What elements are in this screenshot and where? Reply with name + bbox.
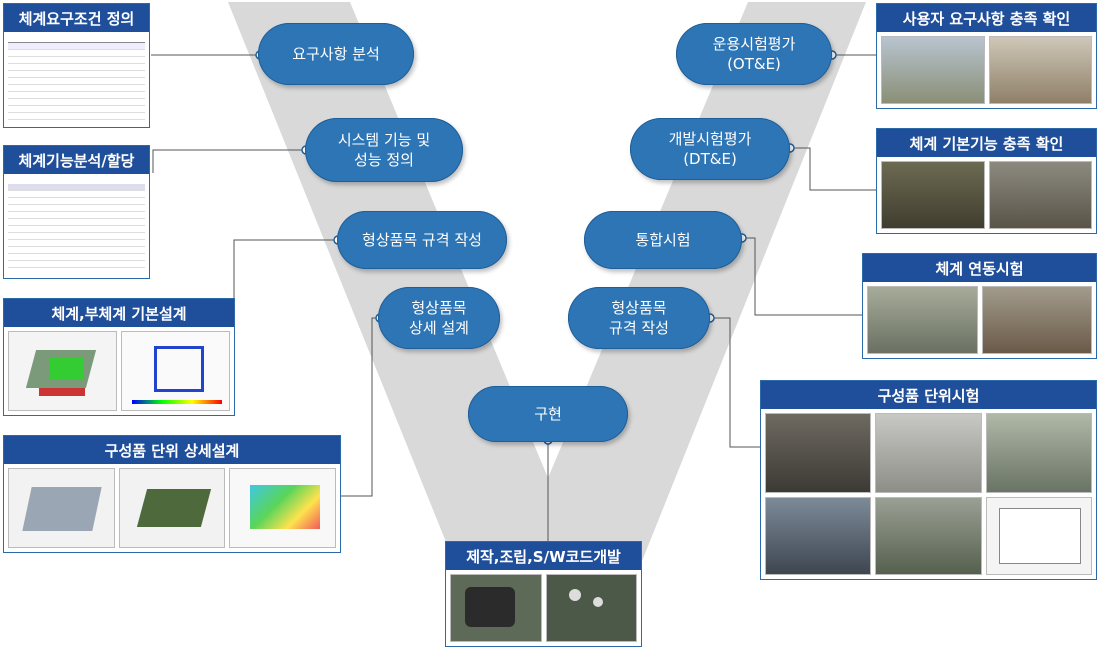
node-ote: 운용시험평가 (OT&E) [676,23,832,85]
panel-title: 사용자 요구사항 충족 확인 [877,4,1096,32]
node-dte: 개발시험평가 (DT&E) [630,118,790,180]
panel-manufacturing: 제작,조립,S/W코드개발 [445,541,642,647]
panel-detail-design: 구성품 단위 상세설계 [3,435,341,553]
cad-model-image [8,331,117,411]
tank-photo [881,161,985,229]
node-integration-test: 통합시험 [584,211,742,269]
panel-system-requirements-definition: 체계요구조건 정의 [3,3,150,128]
vehicle-photo [881,36,985,104]
panel-title: 구성품 단위시험 [761,381,1096,409]
factory-photo [988,161,1092,229]
node-config-detail-design: 형상품목 상세 설계 [378,287,500,349]
hardware-photo [450,574,542,642]
panel-basic-design: 체계,부체계 기본설계 [3,298,235,416]
connector-spec-left [233,239,338,298]
node-implementation: 구현 [468,386,628,442]
panel-title: 체계 기본기능 충족 확인 [877,129,1096,157]
shelter-photo [988,36,1092,104]
panel-basic-function-check: 체계 기본기능 충족 확인 [876,128,1097,234]
panel-title: 체계,부체계 기본설계 [4,299,234,327]
node-system-function-definition: 시스템 기능 및 성능 정의 [305,118,463,182]
interlock-photo-2 [981,286,1092,354]
document-thumbnail [8,174,145,274]
control-panel-photo [545,574,637,642]
enclosure-cad-image [118,468,226,548]
panel-user-requirements-check: 사용자 요구사항 충족 확인 [876,3,1097,109]
test-photo-3 [985,413,1092,493]
connector-dte [790,147,876,191]
test-photo-1 [765,413,872,493]
panel-title: 제작,조립,S/W코드개발 [446,542,641,570]
node-config-spec-right: 형상품목 규격 작성 [568,287,710,349]
panel-system-function-allocation: 체계기능분석/할당 [3,145,150,279]
connector-sysfunc [152,149,306,173]
test-photo-5 [875,497,982,575]
panel-component-unit-test: 구성품 단위시험 [760,380,1097,580]
panel-system-interlock-test: 체계 연동시험 [862,253,1097,359]
panel-title: 구성품 단위 상세설계 [4,436,340,464]
fea-frame-image [121,331,230,411]
connector-integration [742,237,862,316]
flow-analysis-image [229,468,337,548]
test-photo-2 [875,413,982,493]
node-requirements-analysis: 요구사항 분석 [258,23,414,85]
interlock-photo-1 [867,286,978,354]
component-cad-image [8,468,115,548]
test-photo-4 [765,497,872,575]
node-config-spec-left: 형상품목 규격 작성 [337,211,507,269]
document-thumbnail [8,32,145,123]
test-graph-screenshot [985,497,1092,575]
panel-title: 체계 연동시험 [863,254,1096,282]
panel-title: 체계요구조건 정의 [4,4,149,32]
connector-spec-right [710,317,760,448]
panel-title: 체계기능분석/할당 [4,146,149,174]
